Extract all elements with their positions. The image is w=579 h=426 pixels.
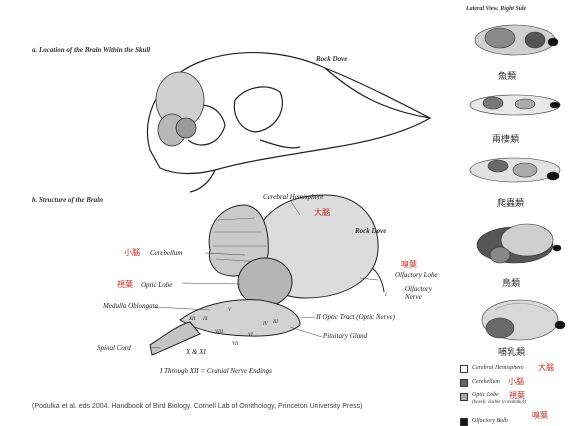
label-pituitary: Pituitary Gland: [323, 332, 367, 340]
panel-b-species: Rock Dove: [355, 227, 386, 235]
numeral-viii: VIII: [215, 330, 223, 335]
legend-cerebellum: Cerebellum: [472, 379, 500, 385]
lateral-view-header: Lateral View, Right Side: [466, 6, 526, 12]
numeral-vi: VI: [248, 333, 253, 338]
label-cerebellum-cn: 小腦: [124, 247, 140, 258]
mammal-brain-icon: [482, 300, 565, 340]
class-label-fish: 魚類: [498, 69, 516, 82]
class-label-reptile: 爬蟲類: [497, 196, 524, 209]
numeral-ix: IX: [203, 317, 208, 322]
label-medulla: Medulla Oblongata: [103, 302, 158, 310]
legend-optic: Optic Lobe: [472, 392, 499, 398]
label-optic-tract: II Optic Tract (Optic Nerve): [316, 313, 395, 321]
label-cerebral-hemisphere: Cerebral Hemisphere: [263, 193, 323, 201]
brain-drawing: [150, 195, 384, 355]
citation: (Podulka et al. eds 2004. Handbook of Bi…: [32, 403, 362, 410]
legend-cerebral-cn: 大腦: [538, 362, 554, 373]
label-cerebellum: Cerebellum: [150, 249, 182, 257]
panel-a-title: a. Location of the Brain Within the Skul…: [32, 46, 150, 54]
panel-b-title: b. Structure of the Brain: [32, 196, 103, 204]
numeral-iii: III: [273, 320, 278, 325]
legend-olfactory-cn: 嗅葉: [532, 410, 548, 421]
legend-olfactory: Olfactory Bulb: [472, 418, 508, 424]
legend-cerebral: Cerebral Hemisphere: [472, 365, 524, 371]
numeral-i: I: [385, 293, 387, 298]
label-cranial-note: I Through XII = Cranial Nerve Endings: [160, 367, 272, 375]
numeral-vii: VII: [232, 342, 238, 347]
label-olfactory-lobe: Olfactory Lobe: [395, 271, 438, 279]
reptile-brain-icon: [470, 158, 560, 182]
legend-swatch-cerebellum: [460, 379, 468, 387]
legend-swatch-olfactory: [460, 418, 468, 426]
bird-brain-icon: [477, 224, 561, 263]
legend-cerebellum-cn: 小腦: [508, 376, 524, 387]
fish-brain-icon: [475, 25, 558, 55]
legend-swatch-cerebral: [460, 365, 468, 373]
label-olfactory-nerve: Olfactory Nerve: [405, 285, 435, 301]
skull-brain: [156, 72, 204, 146]
class-label-amphibian: 兩棲類: [492, 132, 519, 145]
label-x-xi: X & XI: [186, 348, 206, 356]
class-label-bird: 鳥類: [502, 276, 520, 289]
numeral-xii: XII: [189, 317, 195, 322]
label-olfactory-lobe-cn: 嗅葉: [401, 259, 417, 270]
class-label-mammal: 哺乳類: [498, 345, 525, 358]
label-cerebral-hemisphere-cn: 大腦: [314, 207, 330, 218]
label-optic-lobe: Optic Lobe: [141, 281, 172, 289]
numeral-iv: IV: [263, 322, 268, 327]
legend-optic-note: (barely visible in mammal): [472, 400, 526, 405]
numeral-v: V: [228, 308, 231, 313]
amphibian-brain-icon: [470, 95, 560, 115]
label-optic-lobe-cn: 視葉: [117, 279, 133, 290]
panel-a-species: Rock Dove: [316, 55, 347, 63]
legend-swatch-optic: [460, 393, 468, 401]
label-spinal-cord: Spinal Cord: [97, 344, 131, 352]
